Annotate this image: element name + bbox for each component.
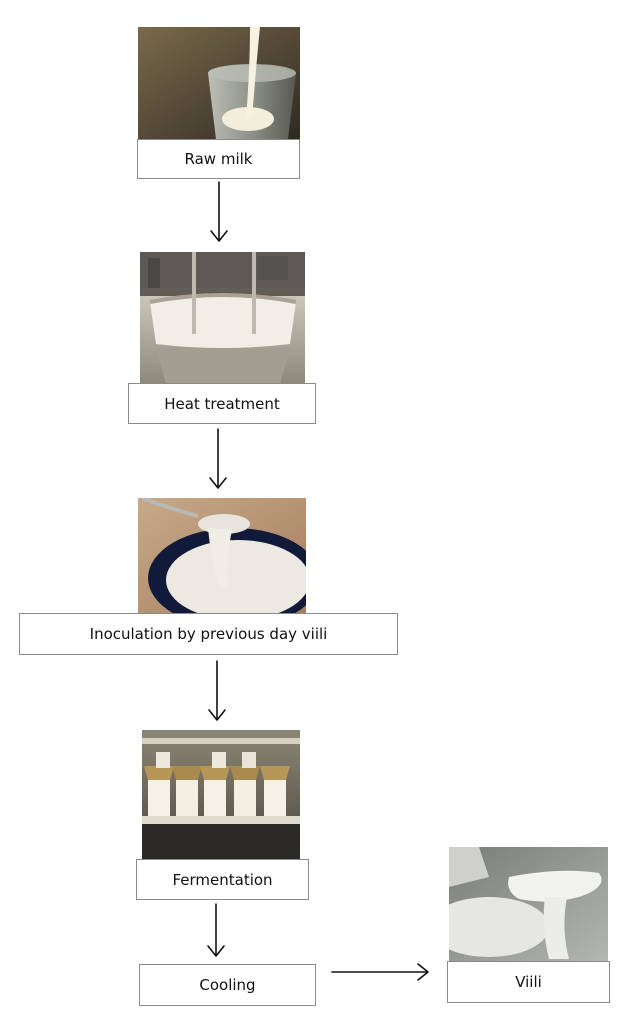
raw-milk-label: Raw milk	[137, 139, 300, 179]
arrow-inoculation-to-fermentation	[208, 660, 226, 721]
viili-photo	[449, 847, 608, 962]
raw-milk-photo	[138, 27, 300, 139]
fermentation-label: Fermentation	[136, 859, 309, 900]
heat-treatment-label: Heat treatment	[128, 383, 316, 424]
cooling-label: Cooling	[139, 964, 316, 1006]
heat-treatment-photo	[140, 252, 305, 384]
fermentation-photo	[142, 730, 300, 860]
inoculation-photo	[138, 498, 306, 614]
arrow-fermentation-to-cooling	[207, 903, 225, 957]
viili-label: Viili	[447, 961, 610, 1003]
inoculation-label: Inoculation by previous day viili	[19, 613, 398, 655]
arrow-raw-milk-to-heat	[210, 181, 228, 242]
arrow-heat-to-inoculation	[209, 428, 227, 489]
arrow-cooling-to-viili	[331, 963, 429, 981]
